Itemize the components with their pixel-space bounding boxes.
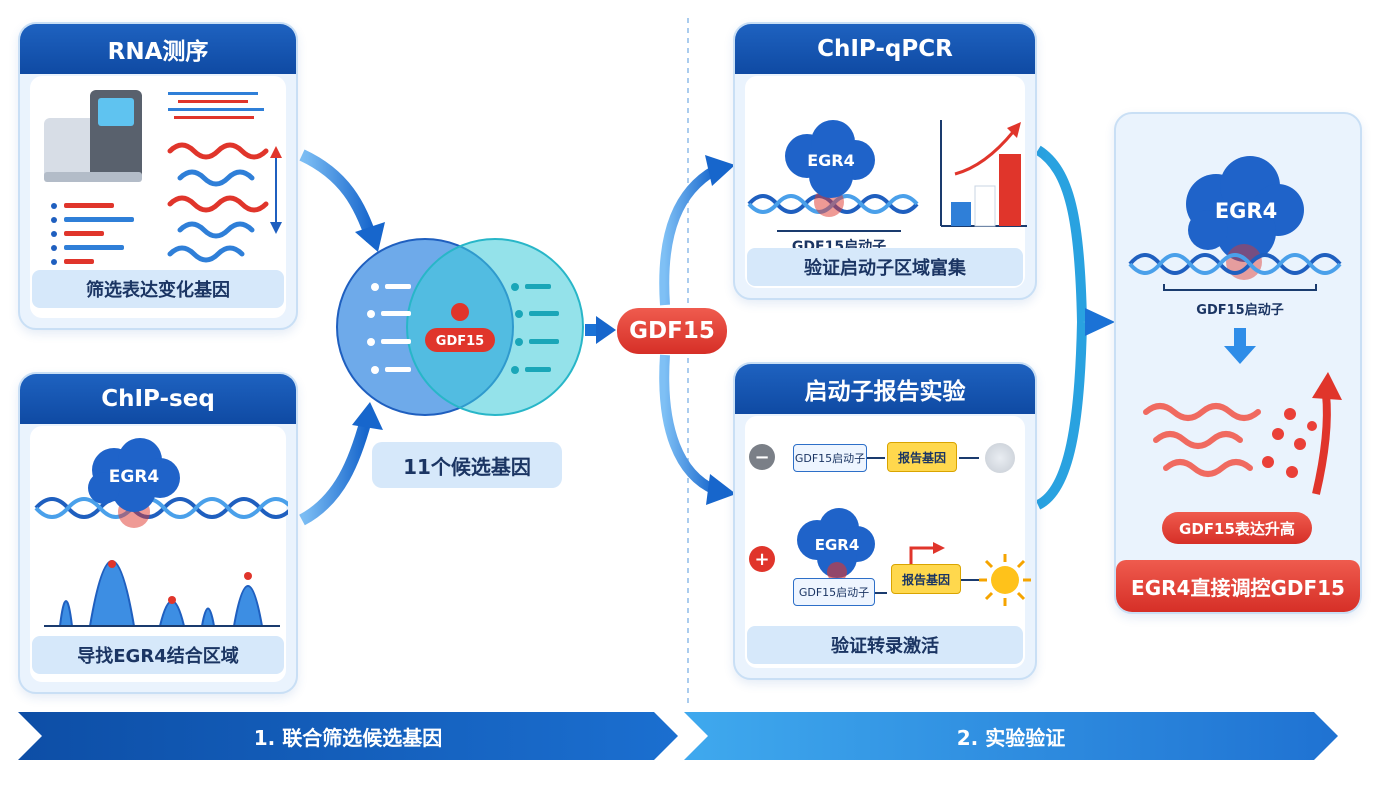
egr4-label: EGR4 [815,536,860,554]
chipseq-illustration: EGR4 [34,438,294,627]
arrow-to-result [1085,308,1115,336]
egr4-protein-icon [88,438,180,512]
chip-seq-panel: ChIP-seq EGR4 [18,372,298,694]
promoter-label: GDF15启动子 [1196,302,1283,318]
result-panel: EGR4 GDF15启动子 GDF15表达升高 EGR4直接调控GDF15 [1114,112,1362,614]
result-illustration: EGR4 GDF15启动子 [1128,156,1342,495]
protein-dots-icon [1262,408,1317,478]
down-arrow-icon [1224,328,1256,364]
connector-line [867,457,885,459]
arrow-to-reporter [706,474,736,505]
gdf15-dot-icon [451,303,469,321]
sequence-reads-icon [168,92,264,119]
venn-caption: 11个候选基因 [372,442,562,488]
arrow-rna-to-venn [355,222,385,252]
up-down-arrow-icon [270,146,282,234]
sequencer-illustration [44,90,282,265]
connector-line [961,579,981,581]
minus-icon: − [749,444,775,470]
arrow-venn-to-gdf15 [596,316,616,344]
egr4-protein-icon [785,120,875,198]
venn-right-gene-list-icon [511,283,559,374]
connector-line [959,457,979,459]
panel-title: RNA测序 [20,24,296,74]
step1-banner: 1. 联合筛选候选基因 [18,712,678,760]
step2-banner: 2. 实验验证 [684,712,1338,760]
arrow-to-chipqpcr [705,155,735,186]
promoter-box: GDF15启动子 [793,444,867,472]
egr4-label: EGR4 [807,151,855,170]
bright-light-icon [979,554,1031,606]
arrow-chipseq-to-venn [352,402,383,430]
reporter-assay-panel: 启动子报告实验 − GDF15启动子 报告基因 + EGR4 GDF15启动子 … [733,362,1037,680]
expression-label: GDF15表达升高 [1162,512,1312,544]
rna-strands-icon [167,142,269,263]
mrna-strands-icon [1143,403,1261,477]
venn-right-circle [406,238,584,416]
expression-bars-icon [51,203,134,265]
enrichment-bar-chart-icon [940,120,1027,227]
binding-glow-icon [1226,244,1262,280]
plus-icon: + [749,546,775,572]
promoter-bracket [777,230,901,232]
egr4-label: EGR4 [109,467,160,487]
dim-light-icon [985,443,1015,473]
promoter-bracket [1163,284,1317,291]
transcription-arrow-icon [909,542,945,564]
chip-qpcr-panel: ChIP-qPCR EGR4 [733,22,1037,300]
rna-seq-panel: RNA测序 [18,22,298,330]
reporter-gene-box: 报告基因 [891,564,961,594]
panel-body: − GDF15启动子 报告基因 + EGR4 GDF15启动子 报告基因 [745,416,1031,668]
panel-title: ChIP-qPCR [735,24,1035,74]
panel-title: ChIP-seq [20,374,296,424]
connector-line [875,592,887,594]
venn-center-label: GDF15 [436,334,484,349]
egr4-protein-icon [1186,156,1304,262]
sequencer-icon [44,90,142,182]
up-arrow-icon [1312,372,1342,495]
conclusion-label: EGR4直接调控GDF15 [1116,560,1360,612]
reporter-gene-box: 报告基因 [887,442,957,472]
gdf15-gene-pill: GDF15 [617,308,727,354]
dna-helix-icon [34,497,294,519]
panel-title: 启动子报告实验 [735,364,1035,414]
step1-label: 1. 联合筛选候选基因 [253,725,443,750]
step2-label: 2. 实验验证 [956,725,1066,750]
egr4-label: EGR4 [1215,199,1277,223]
chipseq-peaks-icon [44,560,280,627]
panel-caption: 验证启动子区域富集 [747,248,1023,286]
panel-caption: 验证转录激活 [747,626,1023,664]
panel-caption: 筛选表达变化基因 [32,270,284,308]
venn-diagram: GDF15 [336,238,584,416]
dna-helix-icon [1128,253,1342,275]
promoter-box: GDF15启动子 [793,578,875,606]
egr4-protein-icon: EGR4 [797,508,875,580]
panel-caption: 导找EGR4结合区域 [32,636,284,674]
chipqpcr-illustration: EGR4 [747,120,1027,227]
venn-left-gene-list-icon [367,283,411,374]
